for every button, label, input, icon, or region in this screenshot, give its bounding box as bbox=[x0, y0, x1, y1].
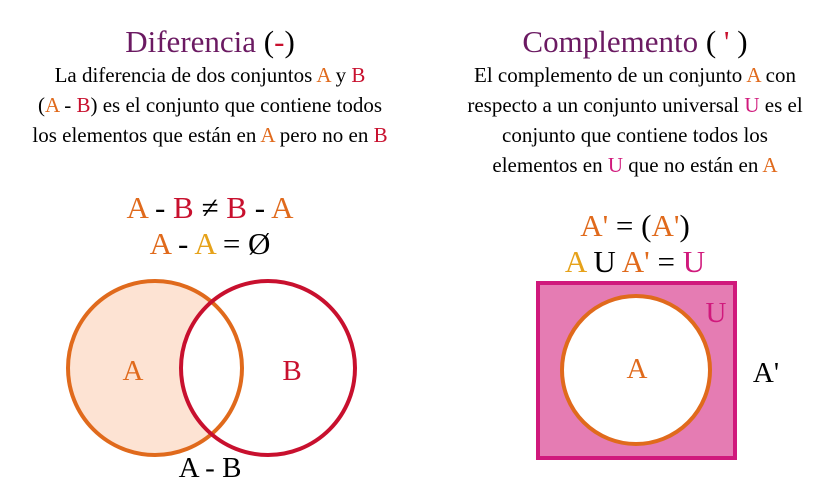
venn-caption: A - B bbox=[179, 452, 242, 484]
difference-desc-line-2: (A - B) es el conjunto que contiene todo… bbox=[37, 93, 383, 117]
difference-title: Diferencia (-) bbox=[0, 24, 420, 60]
complement-title-operator: ( ' ) bbox=[705, 24, 748, 59]
complement-panel: Complemento ( ' ) El complemento de un c… bbox=[430, 0, 840, 280]
difference-desc-line-3: los elementos que están en A pero no en … bbox=[32, 123, 388, 147]
complement-title: Complemento ( ' ) bbox=[430, 24, 840, 60]
complement-desc-line-1: El complemento de un conjunto A con bbox=[474, 63, 796, 87]
complement-formula-1: A' = (A') bbox=[580, 208, 690, 243]
difference-desc-line-1: La diferencia de dos conjuntos A y B bbox=[54, 63, 366, 87]
complement-label-a-prime: A' bbox=[753, 357, 779, 389]
complement-diagram: U A A' bbox=[536, 281, 779, 460]
difference-title-text: Diferencia bbox=[125, 24, 257, 59]
complement-set-a-circle bbox=[560, 294, 712, 446]
complement-title-text: Complemento bbox=[522, 24, 699, 59]
complement-desc-line-3: conjunto que contiene todos los bbox=[502, 123, 768, 147]
complement-label-u: U bbox=[706, 297, 727, 329]
venn-label-b: B bbox=[282, 355, 301, 387]
difference-title-operator: (-) bbox=[263, 24, 295, 59]
difference-formula-not-commutative: A - B ≠ B - A bbox=[126, 190, 294, 225]
difference-panel: Diferencia (-) La diferencia de dos conj… bbox=[0, 0, 420, 262]
complement-label-a: A bbox=[627, 353, 648, 385]
complement-description: El complemento de un conjunto A con resp… bbox=[430, 60, 840, 180]
venn-label-a: A bbox=[123, 355, 144, 387]
venn-set-b-circle bbox=[179, 279, 357, 457]
complement-desc-line-2: respecto a un conjunto universal U es el bbox=[467, 93, 803, 117]
difference-description: La diferencia de dos conjuntos A y B (A … bbox=[0, 60, 420, 150]
venn-diagram: A B A - B bbox=[66, 279, 357, 484]
venn-intersection-clear bbox=[181, 281, 242, 455]
difference-formula-empty-set: A - A = Ø bbox=[149, 226, 271, 261]
venn-set-a-circle bbox=[66, 279, 244, 457]
complement-desc-line-4: elementos en U que no están en A bbox=[492, 153, 778, 177]
complement-formula-2: A U A' = U bbox=[564, 244, 706, 279]
